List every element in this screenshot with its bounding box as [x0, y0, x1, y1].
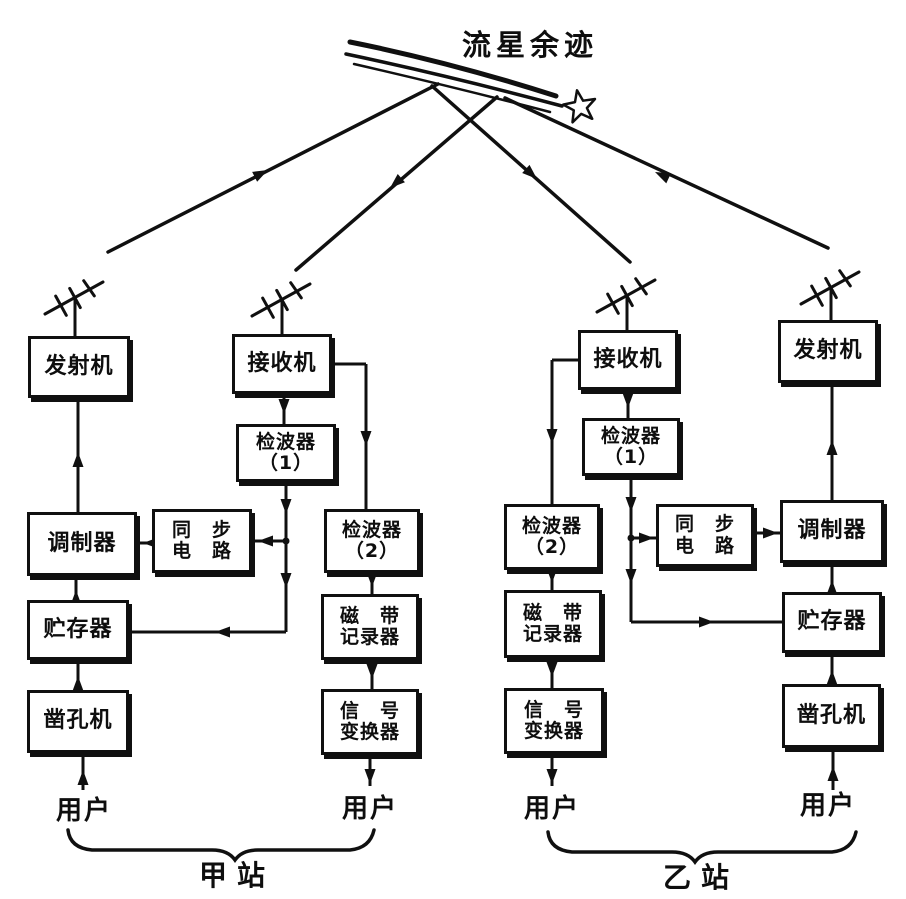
flow-arrowheads — [70, 164, 839, 785]
a-modulator-label: 调制器 — [47, 530, 117, 556]
a-detector2-box: 检波器 （2） — [324, 509, 420, 573]
b-signal-converter-box: 信 号 变换器 — [504, 688, 604, 754]
a-signal-converter-box: 信 号 变换器 — [321, 689, 419, 755]
a-detector2-label: 检波器 — [341, 518, 402, 541]
a-sync-line2: 电 路 — [171, 540, 232, 562]
a-sync-circuit-box: 同 步 电 路 — [152, 509, 252, 573]
b-receiver-label: 接收机 — [593, 346, 663, 372]
a-storage-box: 贮存器 — [27, 600, 129, 660]
a-punch-machine-box: 凿孔机 — [27, 690, 129, 753]
b-user-label-right: 用户 — [800, 791, 857, 821]
station-a-brace — [66, 828, 376, 864]
b-detector2-label: 检波器 — [521, 514, 582, 537]
station-b-caption: 乙站 — [662, 861, 739, 894]
b-tape-line2: 记录器 — [522, 623, 583, 645]
b-modulator-label: 调制器 — [797, 518, 867, 544]
b-sync-line1: 同 步 — [674, 513, 735, 536]
a-converter-line2: 变换器 — [339, 721, 400, 743]
b-modulator-box: 调制器 — [780, 500, 884, 563]
a-user-label-left: 用户 — [56, 796, 113, 826]
b-tape-recorder-box: 磁 带 记录器 — [504, 590, 602, 658]
b-converter-line2: 变换器 — [523, 720, 584, 742]
a-transmitter-box: 发射机 — [28, 336, 130, 398]
b-sync-circuit-box: 同 步 电 路 — [656, 504, 754, 567]
b-storage-box: 贮存器 — [782, 592, 882, 653]
a-receiver-label: 接收机 — [247, 350, 317, 376]
a-punch-label: 凿孔机 — [43, 708, 113, 734]
b-punch-label: 凿孔机 — [796, 702, 866, 728]
a-converter-line1: 信 号 — [339, 699, 400, 722]
a-detector2-index: （2） — [344, 540, 400, 562]
a-user-label-right: 用户 — [342, 794, 399, 824]
a-detector1-label: 检波器 — [255, 430, 316, 453]
b-user-label-left: 用户 — [524, 794, 581, 824]
radio-beams — [106, 82, 830, 272]
a-detector1-box: 检波器 （1） — [236, 424, 336, 482]
station-braces — [66, 828, 858, 866]
a-sync-line1: 同 步 — [171, 518, 232, 541]
a-detector1-index: （1） — [258, 452, 314, 474]
b-detector2-index: （2） — [524, 536, 580, 558]
b-tape-line1: 磁 带 — [522, 601, 583, 624]
antenna-icons — [43, 269, 861, 337]
station-a-caption: 甲站 — [198, 859, 275, 892]
a-tape-line2: 记录器 — [339, 626, 400, 648]
b-transmitter-label: 发射机 — [793, 338, 863, 364]
b-punch-machine-box: 凿孔机 — [782, 684, 881, 748]
station-b-brace — [546, 830, 858, 866]
b-transmitter-box: 发射机 — [778, 320, 878, 383]
a-tape-line1: 磁 带 — [339, 604, 400, 627]
b-detector2-box: 检波器 （2） — [504, 504, 600, 570]
meteor-star-icon — [561, 89, 597, 124]
a-transmitter-label: 发射机 — [44, 353, 114, 379]
beam-a-transmit-to-trail — [106, 82, 440, 254]
b-sync-line2: 电 路 — [674, 534, 735, 557]
b-detector1-label: 检波器 — [600, 424, 661, 447]
diagram-title: 流星余迹 — [461, 28, 598, 62]
a-receiver-box: 接收机 — [232, 334, 332, 394]
b-converter-line1: 信 号 — [523, 698, 584, 721]
b-receiver-box: 接收机 — [578, 330, 678, 390]
b-detector1-box: 检波器 （1） — [582, 418, 680, 476]
a-storage-label: 贮存器 — [43, 616, 113, 642]
a-modulator-box: 调制器 — [27, 512, 137, 576]
a-tape-recorder-box: 磁 带 记录器 — [321, 594, 419, 660]
b-detector1-index: （1） — [603, 446, 659, 468]
b-storage-label: 贮存器 — [797, 609, 867, 635]
